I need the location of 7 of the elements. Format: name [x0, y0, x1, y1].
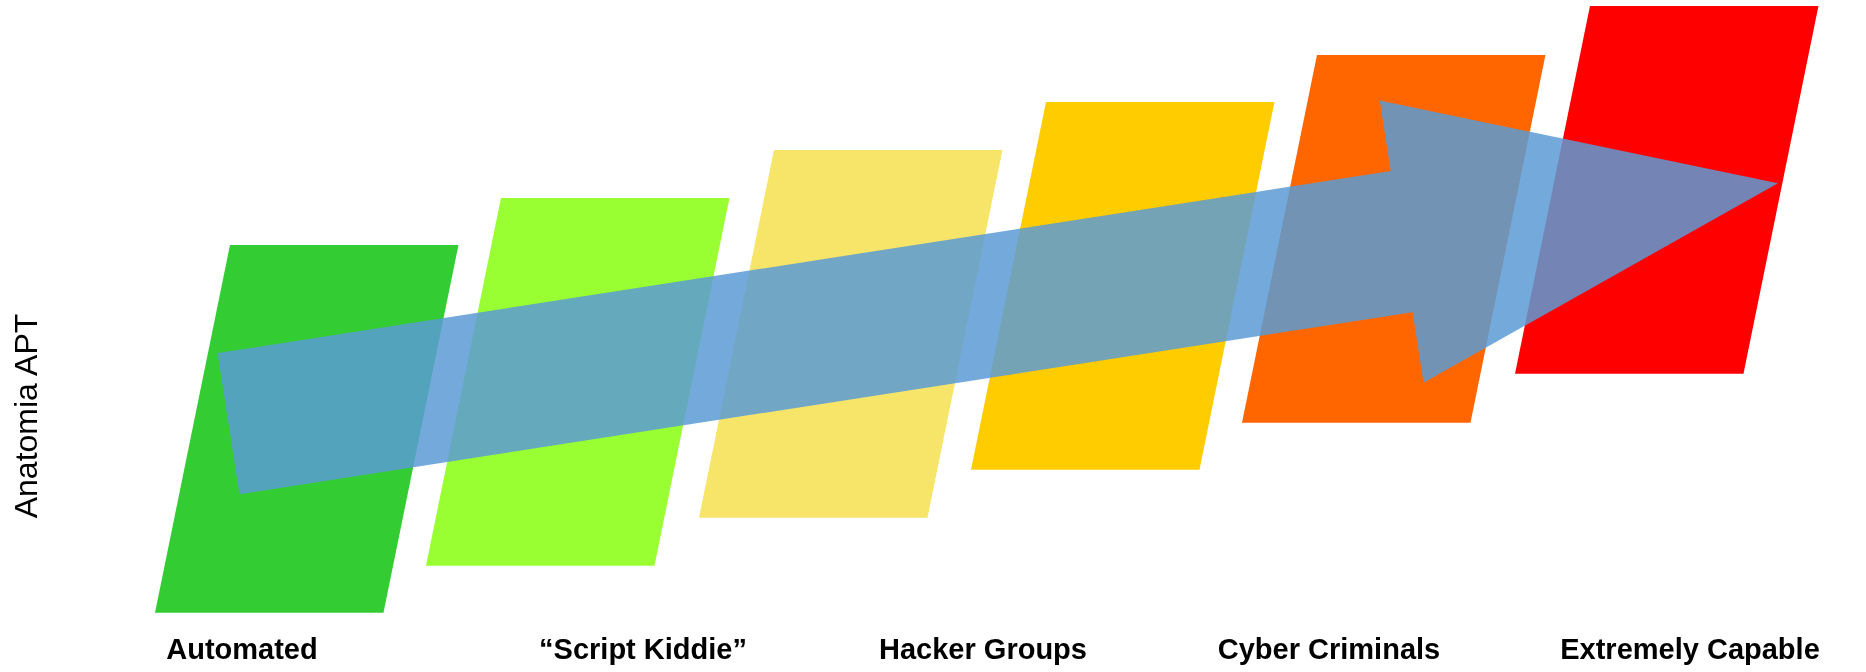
block-arrow — [217, 100, 1778, 495]
category-label: Hacker Groups — [879, 632, 1087, 666]
category-label: Extremely Capable — [1560, 632, 1820, 666]
category-label: Cyber Criminals — [1217, 632, 1441, 666]
axis-title: Anatomia APT — [7, 313, 45, 519]
category-label: Automated — [166, 632, 318, 666]
category-label: “Script Kiddie” — [539, 632, 747, 666]
